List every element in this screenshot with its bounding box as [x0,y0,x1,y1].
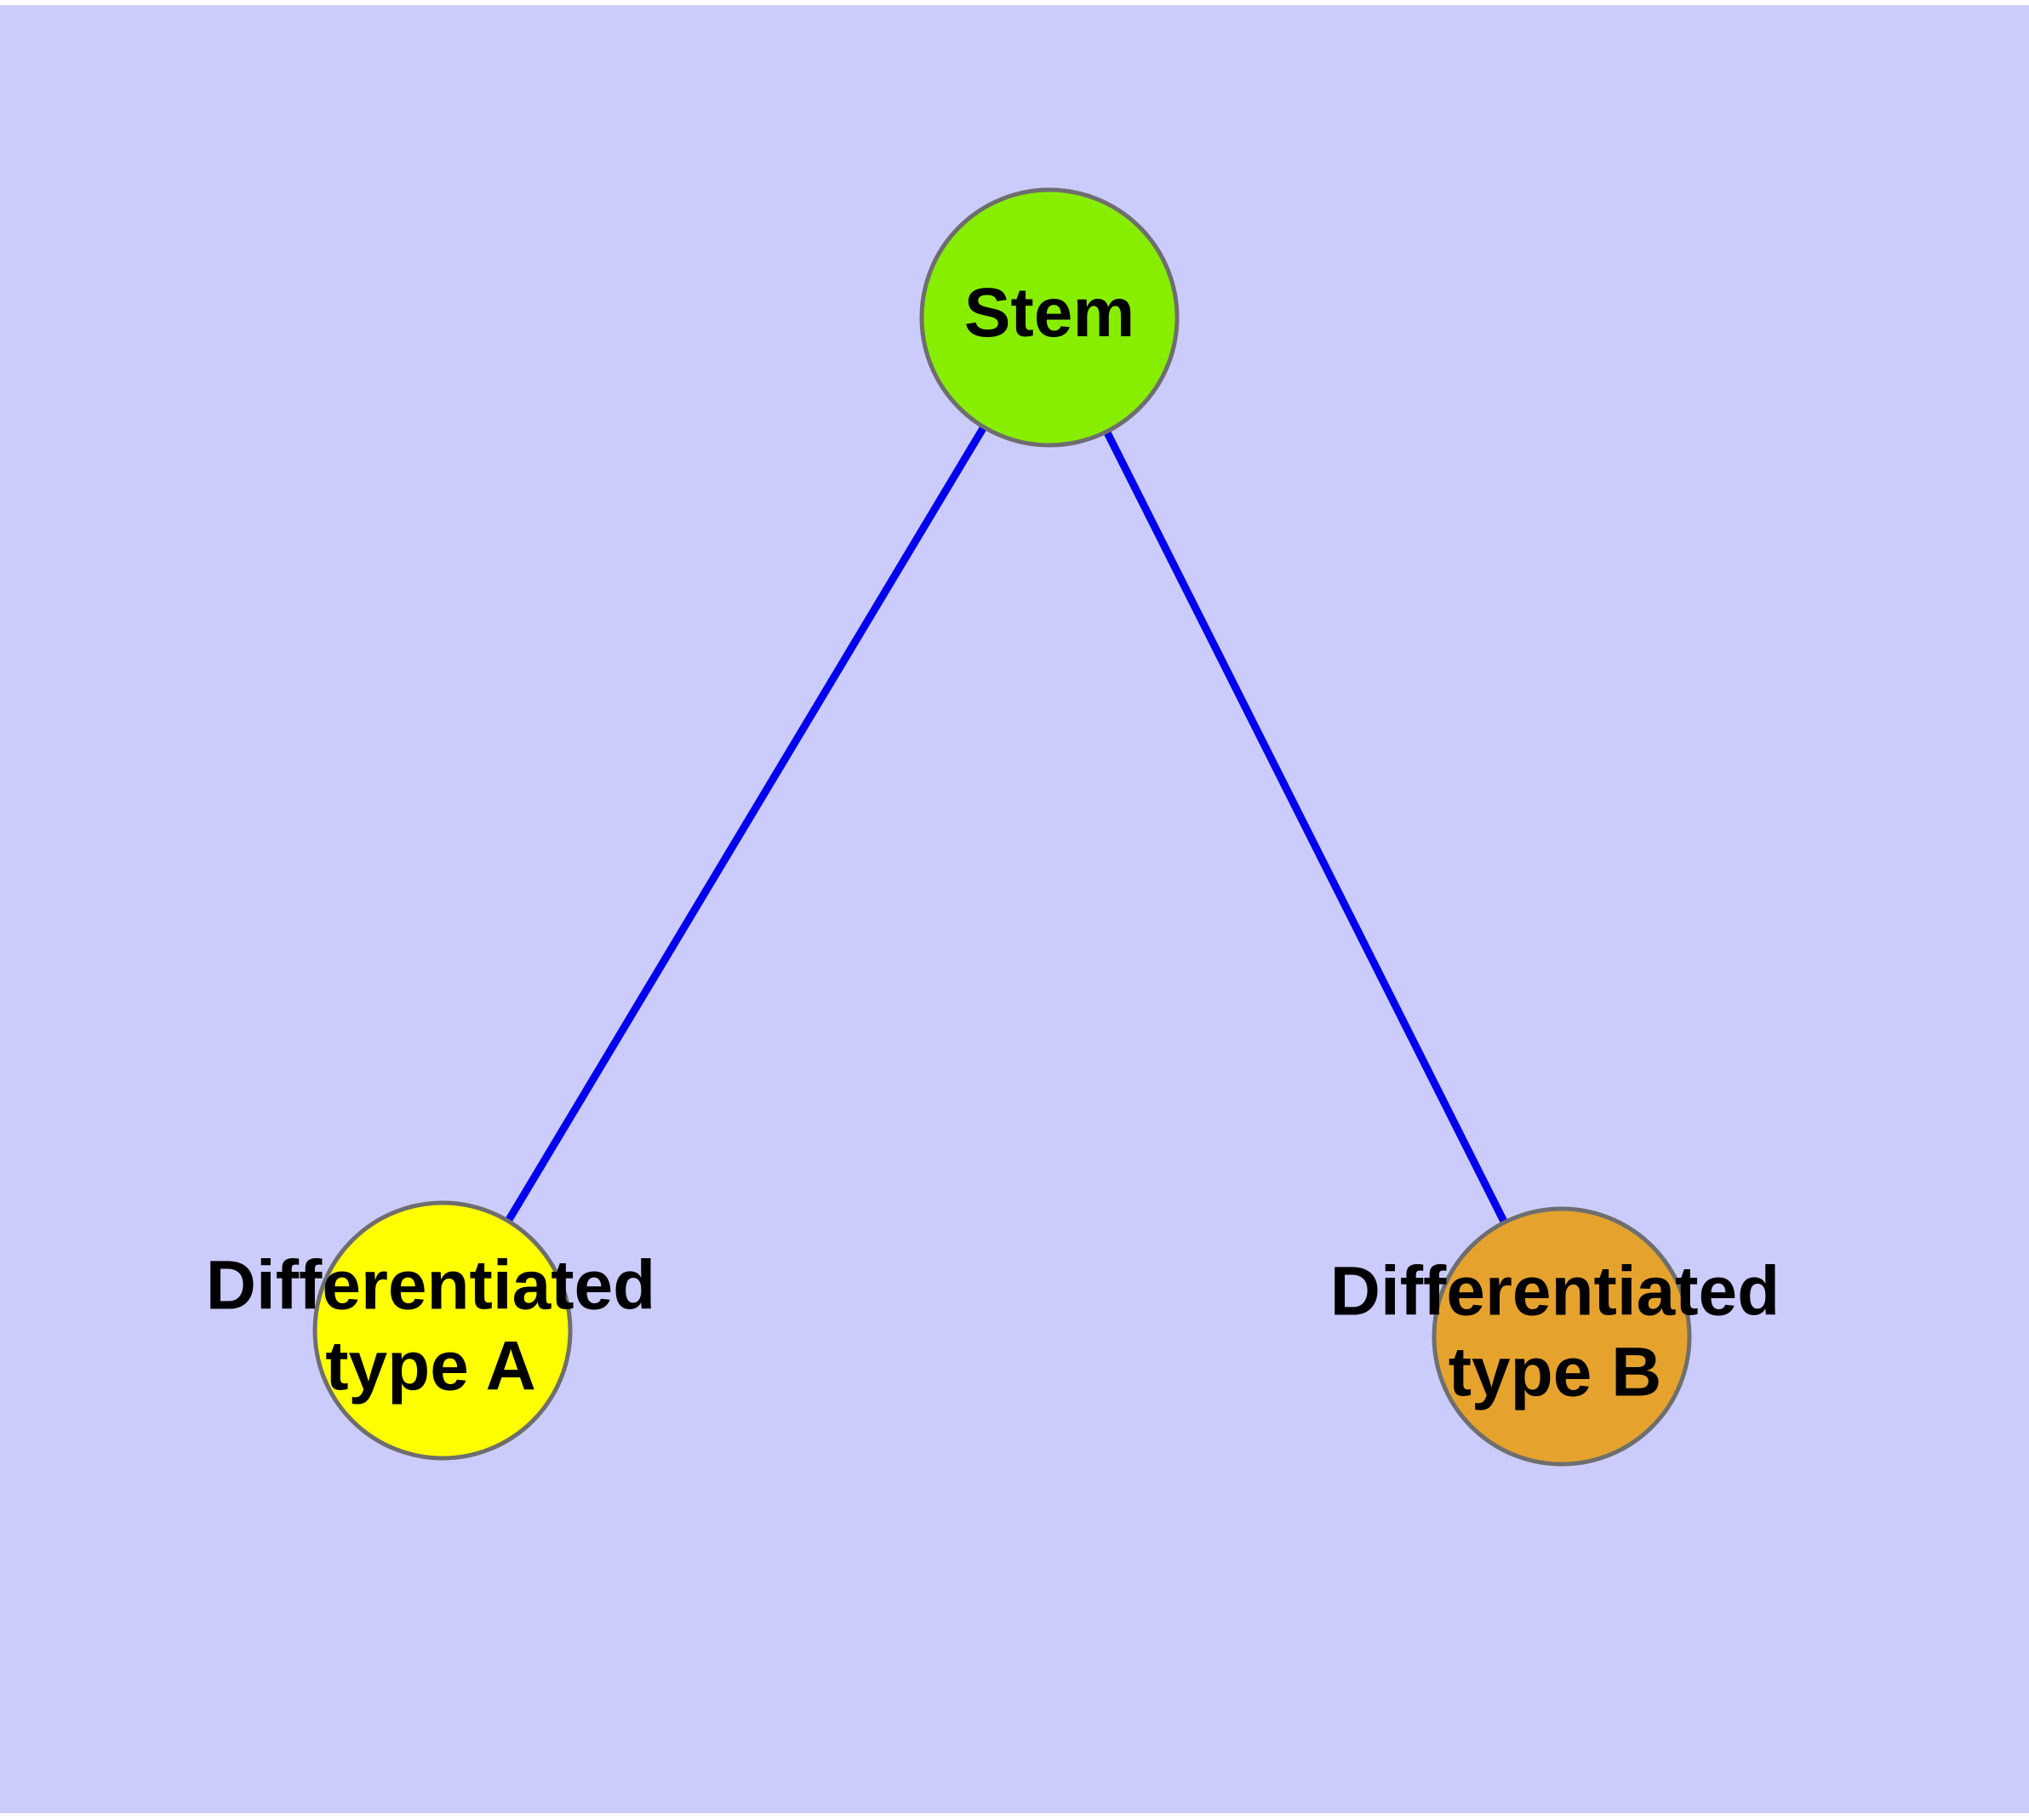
graph-edge[interactable] [506,426,986,1222]
graph-edge[interactable] [1104,431,1507,1223]
node-circle-stem[interactable] [919,187,1180,448]
node-label-line: type A [325,1327,536,1405]
node-label-line: Differentiated [1330,1252,1780,1330]
graph-node-stem[interactable] [919,187,1180,448]
node-label-line: type B [1449,1333,1662,1411]
graph-node-diff_a[interactable] [312,1200,573,1461]
node-circle-diff_b[interactable] [1432,1206,1692,1467]
edge-layer [506,426,1507,1223]
node-label-line: Differentiated [206,1246,656,1324]
node-circle-diff_a[interactable] [312,1200,573,1461]
node-label-line: Stem [964,274,1135,352]
graph-node-diff_b[interactable] [1432,1206,1692,1467]
node-label-stem: Stem [964,274,1135,352]
